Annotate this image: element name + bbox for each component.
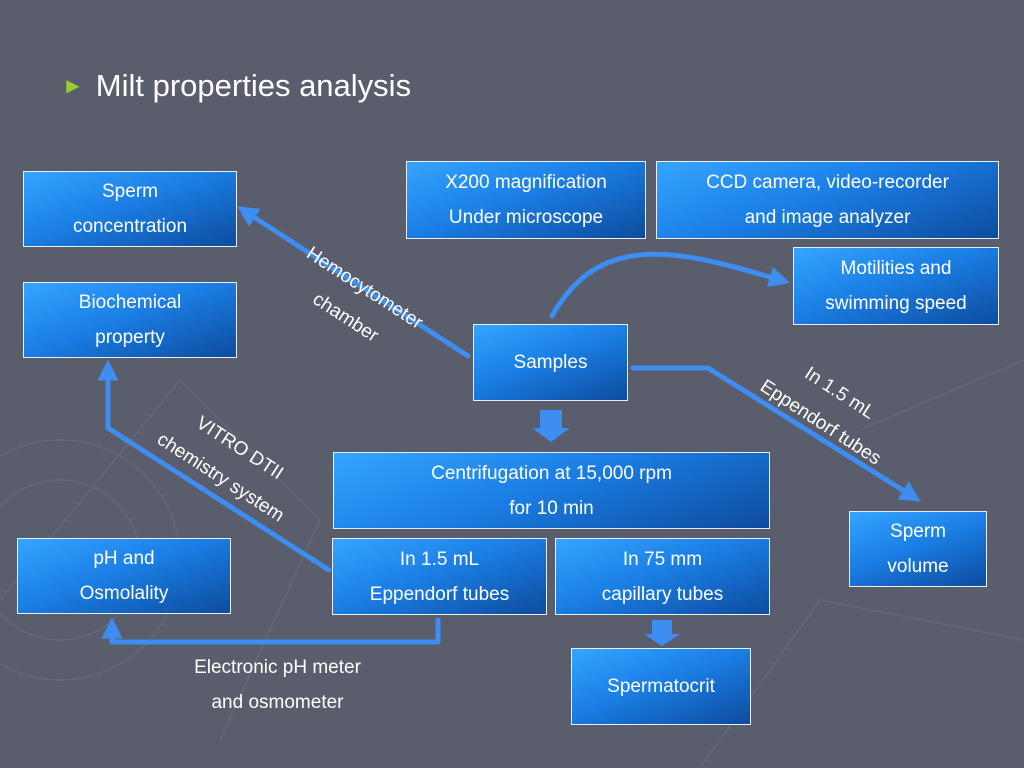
arrow-samples-to-volume	[630, 365, 921, 502]
arrow-samples-to-motilities	[549, 251, 791, 319]
box-sperm-concentration: Sperm concentration	[23, 171, 237, 247]
triangle-bullet-icon: ►	[62, 73, 84, 98]
arrow-eppendorf-to-biochemical	[97, 359, 332, 573]
arrow-eppendorf-to-ph	[101, 617, 441, 645]
arrow-samples-to-concentration	[237, 206, 471, 359]
box-samples: Samples	[473, 324, 628, 401]
box-capillary-tubes: In 75 mm capillary tubes	[555, 538, 770, 615]
box-sperm-volume: Sperm volume	[849, 511, 987, 587]
slide-title: Milt properties analysis	[95, 68, 412, 103]
slide-title-row: ► Milt properties analysis	[62, 68, 411, 104]
block-arrow-down-icon	[644, 620, 680, 646]
deco-line	[0, 378, 322, 741]
box-eppendorf-tubes: In 1.5 mL Eppendorf tubes	[332, 538, 547, 615]
block-arrow-down-icon	[532, 410, 570, 442]
label-ph-meter: Electronic pH meter and osmometer	[194, 657, 361, 713]
box-motilities: Motilities and swimming speed	[793, 247, 999, 325]
deco-line	[859, 359, 1024, 431]
box-centrifugation: Centrifugation at 15,000 rpm for 10 min	[333, 452, 770, 529]
box-biochemical-property: Biochemical property	[23, 282, 237, 358]
box-spermatocrit: Spermatocrit	[571, 648, 751, 725]
box-ph-osmolality: pH and Osmolality	[17, 538, 231, 614]
box-ccd-camera: CCD camera, video-recorder and image ana…	[656, 161, 999, 239]
box-x200-magnification: X200 magnification Under microscope	[406, 161, 646, 239]
